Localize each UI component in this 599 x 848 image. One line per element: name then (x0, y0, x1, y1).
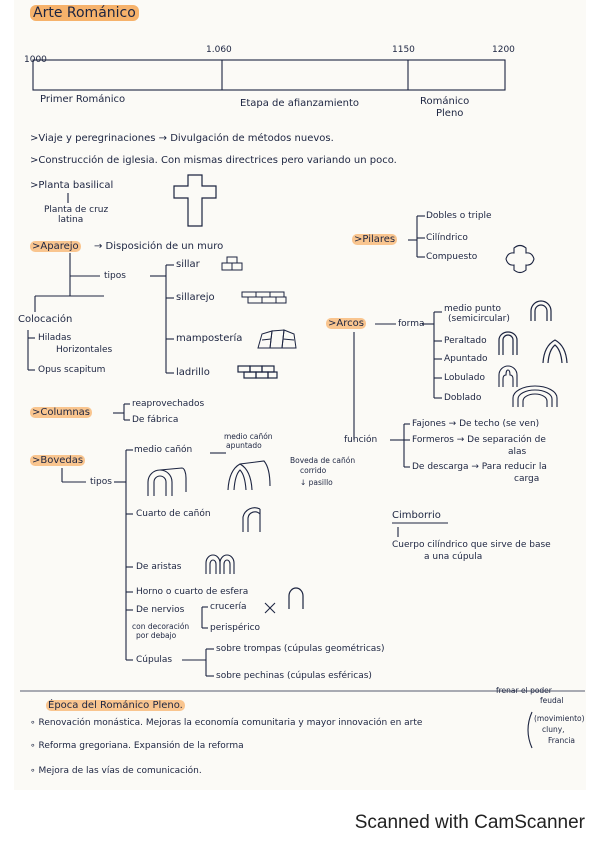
pleno-frenar-2: feudal (540, 696, 564, 705)
funcion-fajones: Fajones → De techo (se ven) (412, 419, 540, 429)
planta-label: >Planta basilical (30, 180, 114, 191)
aparejo-type-mamposteria: mampostería (176, 333, 243, 344)
boveda-horno: Horno o cuarto de esfera (136, 587, 249, 597)
vault-medio-canon-apuntado-icon (227, 460, 271, 491)
arco-medio-punto: medio punto (444, 304, 502, 314)
cupulas-pechinas: sobre pechinas (cúpulas esféricas) (216, 671, 372, 681)
arch-doblado-icon (512, 385, 558, 407)
aparejo-label: >Aparejo (30, 241, 81, 252)
pilares-label: >Pilares (352, 234, 398, 245)
aparejo-type-sillar: sillar (176, 259, 200, 270)
pleno-cluny: cluny, (542, 725, 565, 734)
cupulas-trompas: sobre trompas (cúpulas geométricas) (216, 644, 385, 654)
page-title: Arte Románico (30, 5, 139, 21)
funcion-descarga: De descarga → Para reducir la (412, 462, 547, 472)
boveda-medio-canon-apuntado-2: apuntado (226, 441, 262, 450)
aparejo-type-sillarejo: sillarejo (176, 292, 215, 303)
ladrillo-icon (237, 365, 278, 379)
boveda-cupulas: Cúpulas (136, 655, 173, 665)
planta-sub-1: Planta de cruz (44, 205, 109, 215)
boveda-nervios: De nervios (136, 605, 185, 615)
boveda-cuarto-canon: Cuarto de cañón (136, 509, 211, 519)
camscanner-watermark: Scanned with CamScanner (354, 812, 585, 833)
pleno-francia: Francia (548, 736, 576, 745)
arch-medio-punto-icon (530, 300, 552, 321)
arco-peraltado: Peraltado (444, 336, 487, 346)
bovedas-label: >Bovedas (30, 455, 86, 466)
cross-vault-icon (264, 602, 276, 614)
colocacion-opus: Opus scapitum (38, 365, 106, 375)
boveda-medio-canon-apuntado-1: medio cañón (224, 432, 273, 441)
boveda-pasillo: ↓ pasillo (300, 478, 333, 487)
sillar-icon (221, 256, 243, 271)
boveda-nervios-sub-1: con decoración (132, 622, 190, 631)
timeline-period-primer: Primer Románico (40, 94, 126, 105)
nervios-perisperico: perispérico (210, 623, 261, 633)
colocacion-horizontales: Horizontales (56, 345, 113, 355)
boveda-medio-canon: medio cañón (134, 445, 193, 455)
intro-line-1: >Viaje y peregrinaciones → Divulgación d… (30, 133, 334, 144)
arco-semicircular: (semicircular) (448, 314, 510, 324)
timeline-year-1060: 1.060 (206, 45, 232, 55)
sillarejo-icon (241, 291, 287, 304)
funcion-carga: carga (514, 474, 540, 484)
pilares-cilindrico: Cilíndrico (426, 233, 468, 243)
arch-apuntado-icon (542, 339, 568, 364)
funcion-formeros: Formeros → De separación de (412, 435, 546, 445)
funcion-alas: alas (508, 447, 527, 457)
boveda-canon-corrido-2: corrido (300, 466, 327, 475)
aparejo-definition: → Disposición de un muro (94, 241, 224, 252)
vault-horno-icon (288, 587, 304, 609)
mamposteria-icon (257, 329, 297, 349)
arch-lobulado-icon (498, 365, 518, 387)
arco-lobulado: Lobulado (444, 373, 486, 383)
colocacion-label: Colocación (18, 314, 73, 325)
vault-medio-canon-icon (147, 467, 187, 496)
aparejo-tipos: tipos (104, 271, 126, 281)
timeline-period-afianzamiento: Etapa de afianzamiento (240, 98, 360, 109)
boveda-nervios-sub-2: por debajo (136, 631, 177, 640)
colocacion-hiladas: Hiladas (38, 333, 72, 343)
arco-apuntado: Apuntado (444, 354, 488, 364)
nervios-cruceria: crucería (210, 602, 247, 612)
arco-doblado: Doblado (444, 393, 482, 403)
pleno-movimiento: (movimiento) (534, 714, 585, 723)
pleno-item-2: ∘ Reforma gregoriana. Expansión de la re… (30, 741, 244, 751)
cimborrio-definition-1: Cuerpo cilíndrico que sirve de base (392, 540, 551, 550)
intro-line-2: >Construcción de iglesia. Con mismas dir… (30, 155, 397, 166)
cimborrio-label: Cimborrio (392, 510, 441, 521)
columnas-reaprovechados: reaprovechados (132, 399, 205, 409)
aparejo-type-ladrillo: ladrillo (176, 367, 210, 378)
pleno-frenar-1: frenar el poder (496, 686, 552, 695)
boveda-canon-corrido-1: Boveda de cañón (290, 456, 356, 465)
timeline-period-romanico: Románico (420, 96, 470, 107)
pleno-item-3: ∘ Mejora de las vías de comunicación. (30, 766, 202, 776)
boveda-aristas: De aristas (136, 562, 182, 572)
columnas-label: >Columnas (30, 407, 93, 418)
timeline-year-1150: 1150 (392, 45, 415, 55)
bovedas-tipos: tipos (90, 477, 112, 487)
cimborrio-definition-2: a una cúpula (424, 552, 483, 562)
pleno-item-1: ∘ Renovación monástica. Mejoras la econo… (30, 718, 423, 728)
latin-cross-plan-icon (173, 174, 217, 227)
pilares-compuesto: Compuesto (426, 252, 478, 262)
pleno-heading: Época del Románico Pleno. (46, 700, 185, 711)
timeline-year-1200: 1200 (492, 45, 515, 55)
vault-aristas-icon (205, 554, 235, 574)
vault-cuarto-canon-icon (242, 507, 261, 532)
columnas-fabrica: De fábrica (132, 415, 179, 425)
arcos-label: >Arcos (326, 318, 366, 329)
timeline-period-pleno: Pleno (436, 108, 464, 119)
arch-peraltado-icon (498, 331, 518, 355)
timeline-year-1000: 1000 (24, 55, 47, 65)
notebook-page (14, 0, 586, 790)
pilares-dobles: Dobles o triple (426, 211, 492, 221)
compound-pillar-icon (505, 244, 535, 274)
arcos-forma: forma (398, 319, 425, 329)
planta-sub-2: latina (58, 215, 84, 225)
arcos-funcion: función (344, 435, 378, 445)
